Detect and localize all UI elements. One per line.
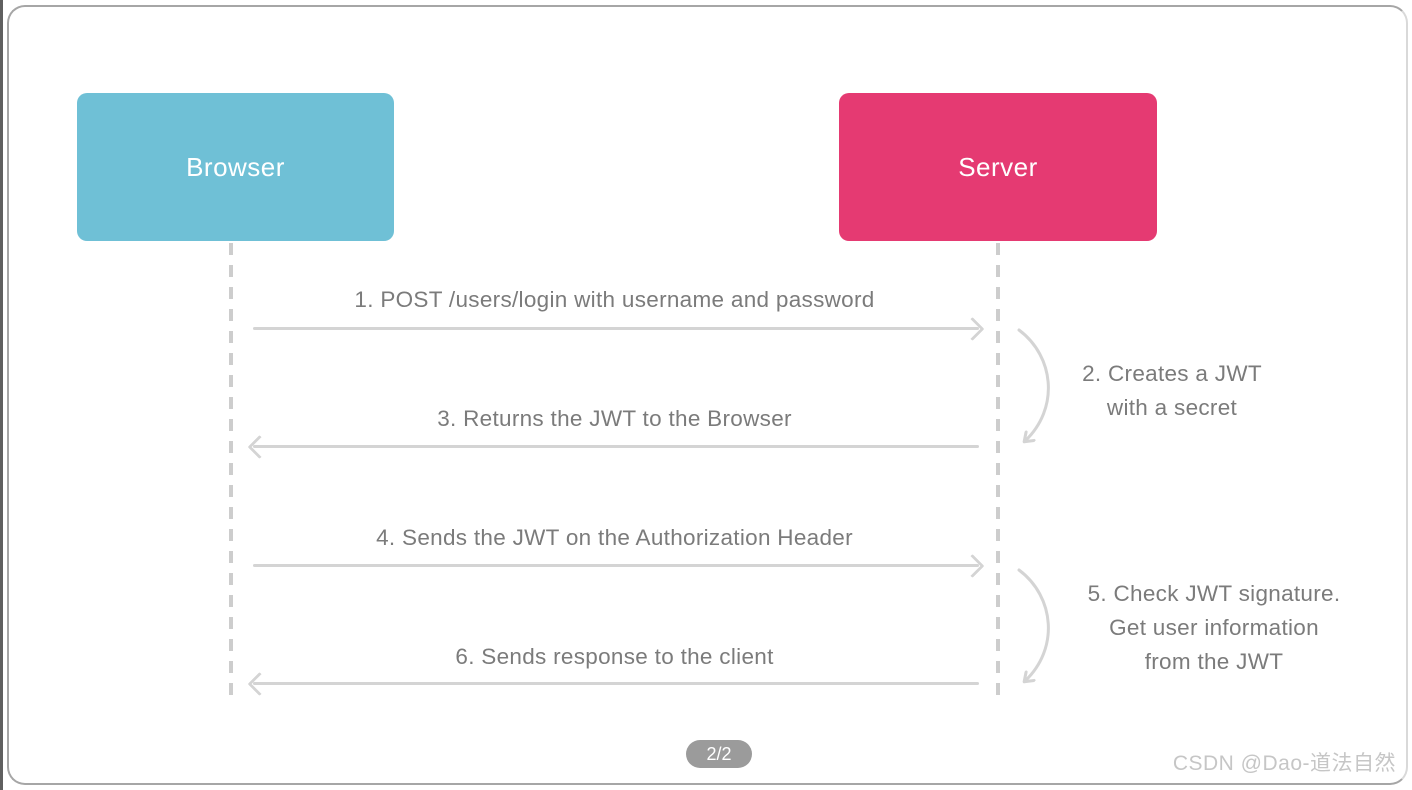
message-6-label: 6. Sends response to the client: [455, 644, 774, 669]
server-label: Server: [958, 151, 1038, 182]
self-action-2-line-2: with a secret: [1106, 395, 1238, 420]
browser-box: Browser: [77, 93, 394, 241]
self-action-5-line-3: from the JWT: [1144, 649, 1284, 674]
watermark-text: CSDN @Dao-道法自然: [1172, 752, 1396, 775]
self-action-5-label: 5. Check JWT signature. Get user informa…: [1064, 577, 1364, 679]
message-1-arrow: [253, 316, 985, 341]
self-action-2-line-1: 2. Creates a JWT: [1082, 361, 1262, 386]
self-action-5-line-1: 5. Check JWT signature.: [1087, 581, 1341, 606]
self-loop-arrow-icon: [1017, 568, 1050, 689]
chevron-left-icon: [247, 434, 272, 459]
message-4-label: 4. Sends the JWT on the Authorization He…: [376, 525, 853, 550]
message-3-label: 3. Returns the JWT to the Browser: [437, 406, 792, 431]
self-action-5-line-2: Get user information: [1109, 615, 1319, 640]
self-action-2-label: 2. Creates a JWT with a secret: [1057, 357, 1287, 425]
page-indicator-badge: 2/2: [686, 740, 752, 768]
chevron-right-icon: [960, 553, 985, 578]
server-lifeline: [996, 243, 1000, 695]
message-1-label: 1. POST /users/login with username and p…: [354, 287, 875, 312]
message-4-arrow: [253, 553, 985, 578]
browser-lifeline: [229, 243, 233, 695]
browser-label: Browser: [186, 151, 285, 182]
self-loop-arrow-icon: [1017, 328, 1050, 449]
chevron-right-icon: [960, 316, 985, 341]
window-left-edge: [0, 0, 3, 790]
slide-card: Browser Server 1. POST /users/login with…: [7, 5, 1408, 785]
chevron-left-icon: [247, 671, 272, 696]
message-3-arrow: [247, 434, 979, 459]
message-6-arrow: [247, 671, 979, 696]
server-box: Server: [839, 93, 1157, 241]
